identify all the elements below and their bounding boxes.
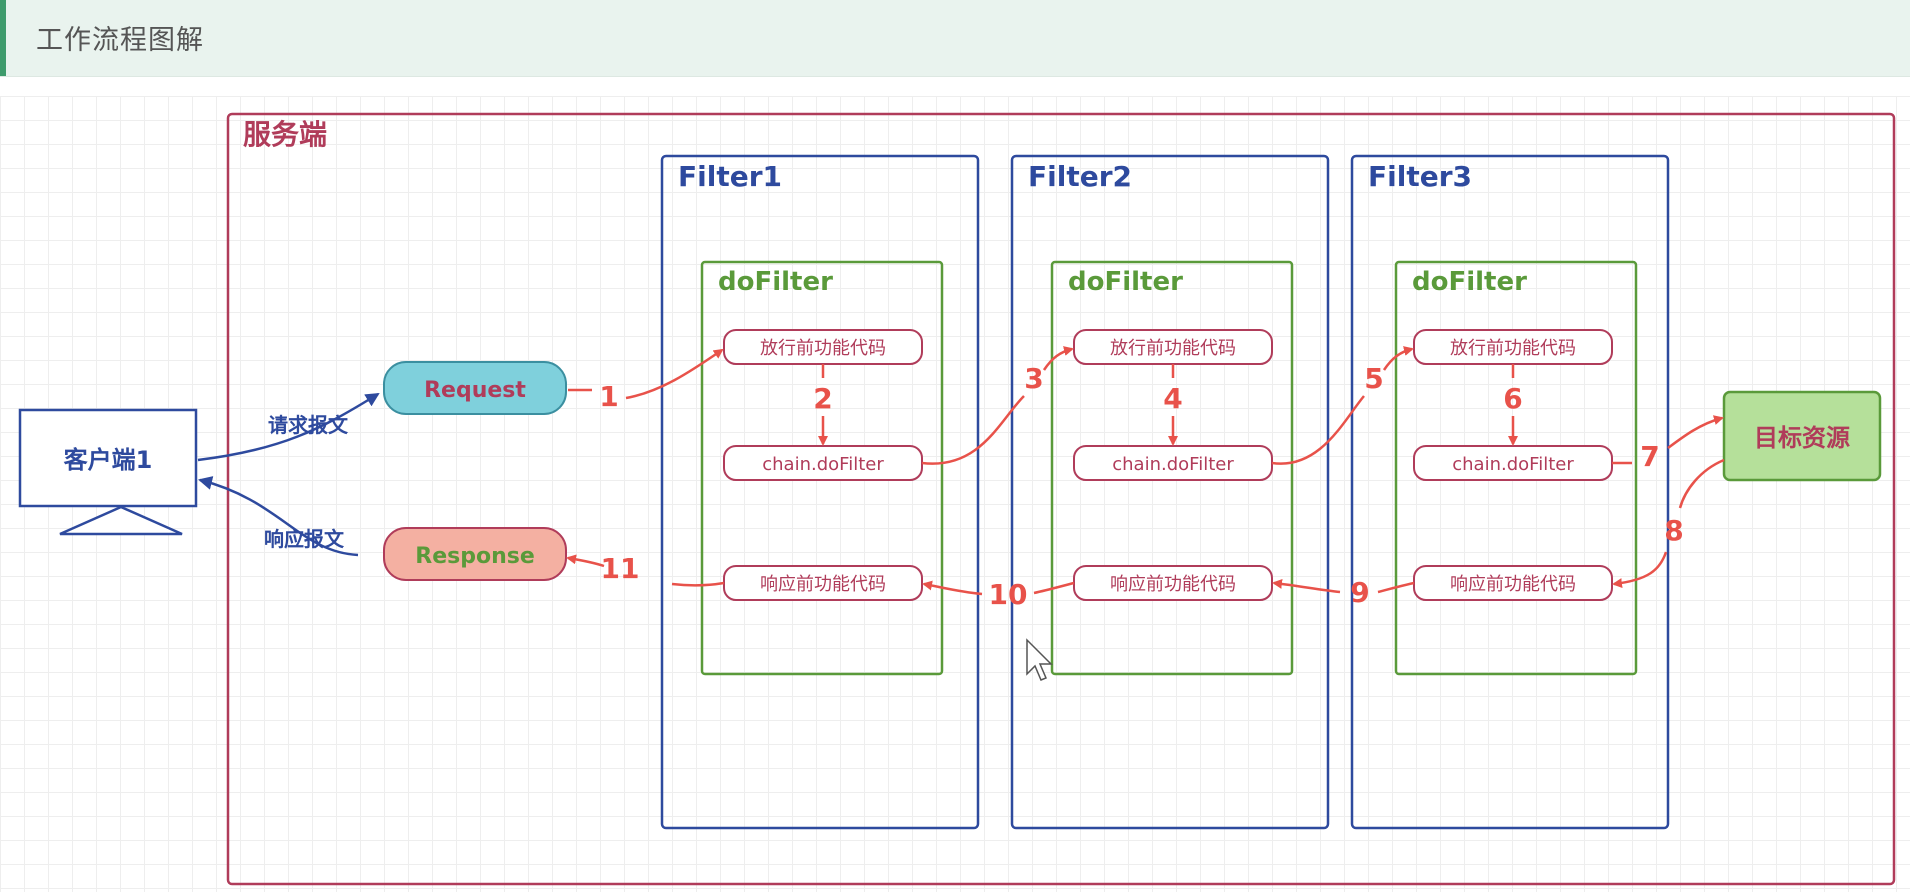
step-9: 9	[1350, 576, 1369, 609]
step-6: 6	[1503, 382, 1522, 415]
grid-background	[0, 96, 1910, 892]
filter-1-name: Filter1	[678, 160, 782, 193]
filter-2-after-label: 响应前功能代码	[1110, 574, 1236, 595]
filter-3-after-label: 响应前功能代码	[1450, 574, 1576, 595]
server-label: 服务端	[243, 118, 327, 151]
step-2: 2	[813, 382, 832, 415]
step-7: 7	[1640, 440, 1659, 473]
step-10: 10	[989, 578, 1028, 611]
filter-2-chain-label: chain.doFilter	[1112, 454, 1234, 475]
header: 工作流程图解	[0, 0, 1910, 77]
filter-1-dofilter-label: doFilter	[718, 267, 833, 297]
response-edge-label: 响应报文	[264, 527, 345, 551]
filter-1-before-label: 放行前功能代码	[760, 338, 886, 359]
flow-arrow-8	[1612, 551, 1668, 589]
client-monitor: 客户端1	[18, 408, 198, 536]
flow-arrow-7	[1667, 415, 1724, 450]
step-1: 1	[599, 380, 618, 413]
filter-2-dofilter-label: doFilter	[1068, 267, 1183, 297]
target-resource-node	[1722, 390, 1882, 482]
filter-2: Filter2 doFilter 放行前功能代码 chain.doFilter …	[1010, 154, 1330, 830]
step-5: 5	[1364, 362, 1383, 395]
filter-2-before-label: 放行前功能代码	[1110, 338, 1236, 359]
flow-arrow-10	[922, 580, 983, 596]
flow-arrow-1	[625, 348, 724, 400]
request-edge-label: 请求报文	[268, 413, 349, 437]
filter-3: Filter3 doFilter 放行前功能代码 chain.doFilter …	[1350, 154, 1670, 830]
filter-3-chain-label: chain.doFilter	[1452, 454, 1574, 475]
request-node-label: Request	[424, 378, 526, 403]
response-node	[383, 527, 567, 581]
filter-1-after-label: 响应前功能代码	[760, 574, 886, 595]
flow-arrow-11	[566, 554, 605, 568]
request-node	[383, 361, 567, 415]
step-11: 11	[601, 552, 640, 585]
filter-1-container	[660, 154, 980, 830]
flow-arrow-5a	[1271, 395, 1365, 465]
filter-3-name: Filter3	[1368, 160, 1472, 193]
flow-arrow-10a	[1033, 581, 1075, 595]
flow-arrow-3a	[921, 395, 1025, 465]
response-node-label: Response	[415, 544, 535, 569]
header-accent-bar	[0, 0, 6, 76]
mouse-cursor-icon	[1026, 638, 1053, 681]
filter-3-dofilter-label: doFilter	[1412, 267, 1527, 297]
step-3: 3	[1024, 362, 1043, 395]
client-screen	[18, 408, 198, 508]
client-stand	[59, 505, 183, 536]
filter-1-chain-label: chain.doFilter	[762, 454, 884, 475]
flow-arrow-8a	[1678, 458, 1725, 509]
target-resource-label: 目标资源	[1754, 424, 1850, 452]
page-title: 工作流程图解	[36, 25, 204, 56]
flow-arrow-11a	[671, 581, 725, 587]
flow-arrow-3	[1042, 346, 1074, 371]
filter-3-dofilter	[1394, 260, 1638, 676]
step-4: 4	[1163, 382, 1182, 415]
filter-1-dofilter	[700, 260, 944, 676]
server-container	[226, 112, 1896, 886]
response-arrow	[198, 476, 359, 557]
filter-2-container	[1010, 154, 1330, 830]
filter-3-container	[1350, 154, 1670, 830]
flow-arrow-9a	[1377, 581, 1415, 594]
client-label: 客户端1	[64, 446, 153, 474]
flow-arrow-9	[1272, 578, 1341, 594]
filter-1: Filter1 doFilter 放行前功能代码 chain.doFilter …	[660, 154, 980, 830]
flow-arrow-5	[1382, 346, 1414, 371]
step-8: 8	[1664, 514, 1683, 547]
request-arrow	[197, 392, 380, 462]
filter-2-dofilter	[1050, 260, 1294, 676]
filter-2-name: Filter2	[1028, 160, 1132, 193]
filter-3-before-label: 放行前功能代码	[1450, 338, 1576, 359]
